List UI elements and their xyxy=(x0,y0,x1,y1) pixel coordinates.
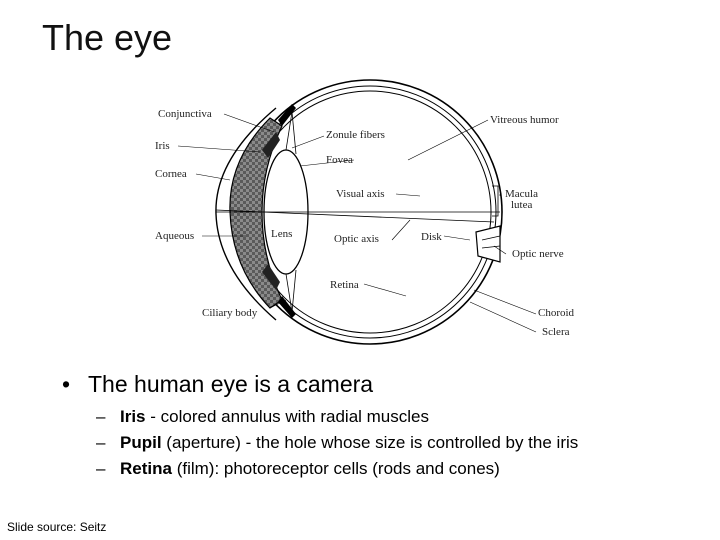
label-vitreous-humor: Vitreous humor xyxy=(490,114,559,126)
dash-marker: – xyxy=(96,459,106,478)
dash-marker: – xyxy=(96,407,106,426)
label-fovea: Fovea xyxy=(326,154,353,166)
main-bullet-text: The human eye is a camera xyxy=(88,371,374,397)
label-macula: Macula xyxy=(505,188,538,200)
iris-top xyxy=(262,132,280,158)
label-optic-axis: Optic axis xyxy=(334,233,379,245)
label-conjunctiva: Conjunctiva xyxy=(158,108,212,120)
desc-retina: (film): photoreceptor cells (rods and co… xyxy=(171,459,500,478)
label-choroid: Choroid xyxy=(538,307,575,319)
slide-source-note: Slide source: Seitz xyxy=(7,520,107,534)
label-zonule-fibers: Zonule fibers xyxy=(326,129,385,141)
macula-bracket xyxy=(492,185,499,217)
dash-marker: – xyxy=(96,433,106,452)
ciliary-body-top xyxy=(278,104,296,126)
term-iris: Iris xyxy=(120,407,146,426)
cornea-arc xyxy=(215,107,277,321)
label-lens: Lens xyxy=(271,228,292,240)
bullet-marker: • xyxy=(62,371,71,397)
sub-bullet-iris: –Iris - colored annulus with radial musc… xyxy=(96,404,578,430)
optic-nerve-shape xyxy=(475,225,501,263)
label-cornea: Cornea xyxy=(155,168,187,180)
desc-iris: - colored annulus with radial muscles xyxy=(145,407,429,426)
label-aqueous: Aqueous xyxy=(155,230,194,242)
label-optic-nerve: Optic nerve xyxy=(512,248,564,260)
term-pupil: Pupil xyxy=(120,433,162,452)
label-retina: Retina xyxy=(330,279,359,291)
term-retina: Retina xyxy=(120,459,172,478)
label-sclera: Sclera xyxy=(542,326,570,338)
label-iris: Iris xyxy=(155,140,170,152)
sub-bullet-list: –Iris - colored annulus with radial musc… xyxy=(96,404,578,482)
sub-bullet-pupil: –Pupil (aperture) - the hole whose size … xyxy=(96,430,578,456)
label-visual-axis: Visual axis xyxy=(336,188,385,200)
iris-bottom xyxy=(262,264,280,290)
sub-bullet-retina: –Retina (film): photoreceptor cells (rod… xyxy=(96,456,578,482)
label-ciliary-body: Ciliary body xyxy=(202,307,258,319)
desc-pupil: (aperture) - the hole whose size is cont… xyxy=(161,433,579,452)
label-disk: Disk xyxy=(421,231,442,243)
label-lutea: lutea xyxy=(511,199,532,211)
main-bullet: • The human eye is a camera xyxy=(62,367,373,401)
visual-axis-line xyxy=(215,209,495,223)
slide-title: The eye xyxy=(42,17,173,58)
